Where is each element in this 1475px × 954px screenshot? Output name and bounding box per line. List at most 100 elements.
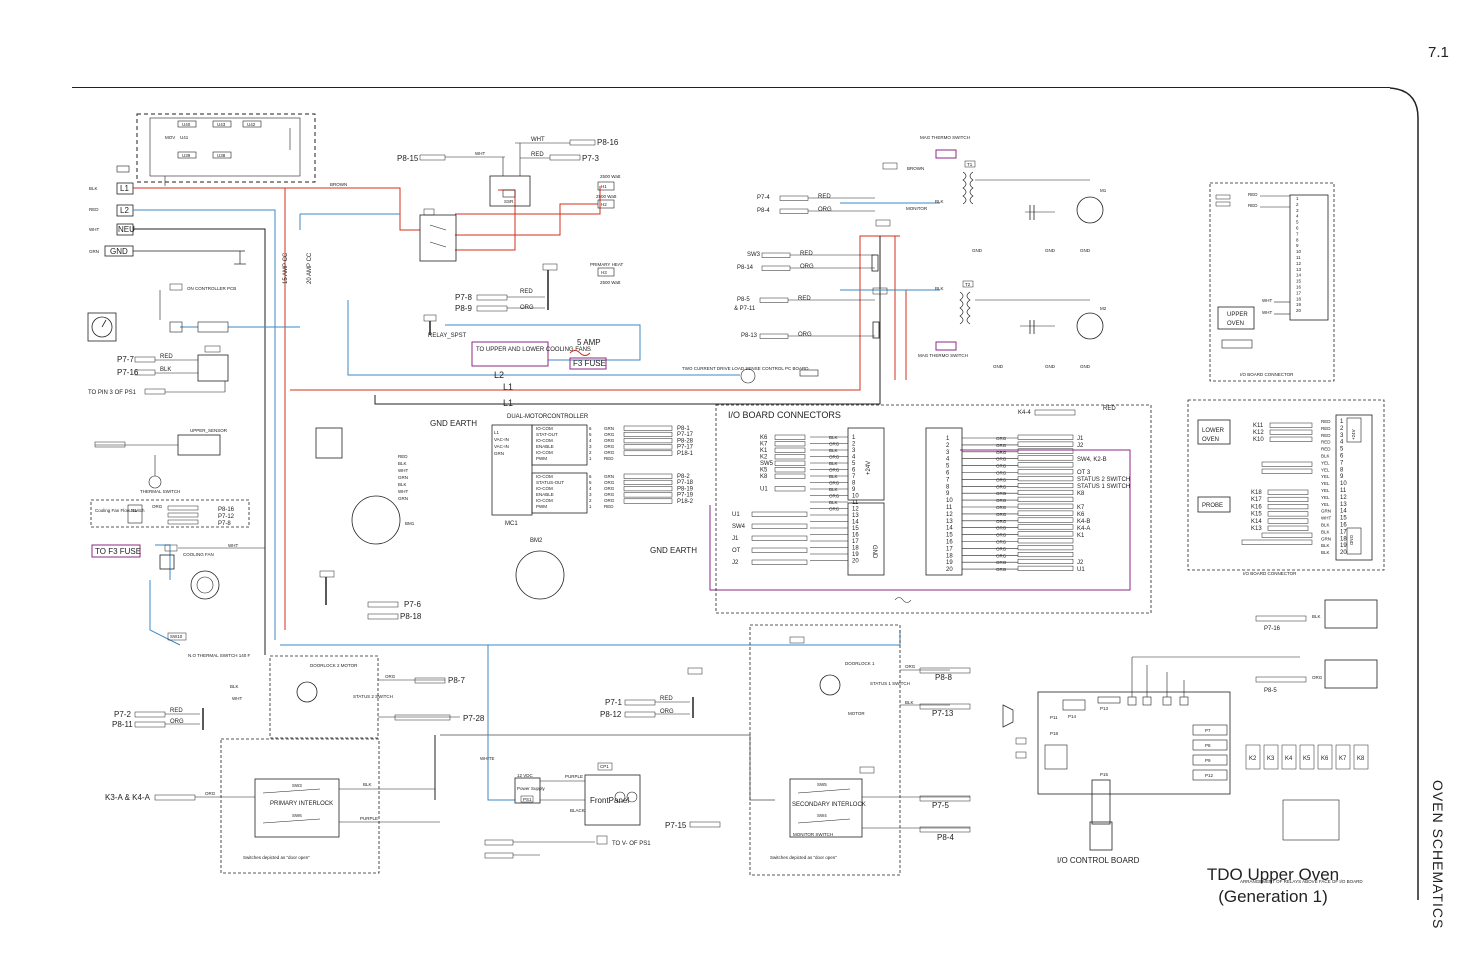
heater-w3: 2500 Watt (600, 280, 621, 285)
io-control-board: P7 P8 P9 P12 P13 P14 P11 P15 P18 I/O CON… (1002, 599, 1378, 884)
cc-20: 20 AMP CC (307, 252, 313, 284)
io-left-pin: 10 (852, 494, 859, 500)
mc-pin: 4 (589, 486, 592, 491)
io-right-conn-wire: BLK (1321, 454, 1330, 459)
io-right-wire: ORG (996, 526, 1007, 531)
io-left-pin: 4 (852, 455, 856, 461)
relay-label: K6 (1321, 756, 1329, 762)
relay-label: K4 (1285, 756, 1293, 762)
ssr-p8-16: P8-16 (597, 138, 619, 147)
io-left-tag (774, 441, 806, 447)
mc-pin: 1 (589, 456, 592, 461)
io-right-tag (1017, 545, 1074, 551)
mc-signal: IO-COM (536, 426, 553, 431)
relay-note-1: TWO CURRENT DRIVE LOAD SENSE CONTROL PC … (682, 366, 809, 371)
cooling-fans-note: TO UPPER AND LOWER COOLING FANS (476, 347, 591, 353)
io-right-k-tag (1267, 489, 1309, 495)
mc-connector-tag (623, 425, 673, 431)
io-right-pin: 2 (946, 443, 950, 449)
io-right-conn-wire: RED (1321, 440, 1331, 445)
io-left-label: K5 (760, 468, 768, 474)
io-right-ref: STATUS 2 SWITCH (1077, 477, 1130, 483)
io-left-lower: J2 (732, 560, 739, 566)
io-gnd: GND (871, 545, 877, 559)
mc-left-pin: VAC-IN (494, 437, 509, 442)
mag-gnd-6: GND (1080, 364, 1091, 369)
heater-block: H1 H2 H3 2500 Watt 2500 Watt 2500 Watt P… (590, 174, 624, 285)
mc-ref: P7-17 (677, 432, 694, 438)
io-right-ref: J1 (1077, 436, 1084, 442)
io-right-tag (1017, 524, 1074, 530)
io-right-wire: ORG (996, 567, 1007, 572)
io-left-label: K7 (760, 442, 768, 448)
fuse-notes: TO UPPER AND LOWER COOLING FANS 5 AMP F3… (471, 338, 607, 408)
mc-wire: ORG (604, 432, 615, 437)
io-right-tag (1017, 552, 1074, 558)
line-l1: L1 (503, 382, 513, 392)
title-line-1: TDO Upper Oven (1206, 865, 1340, 884)
bm1-label: BM1 (405, 521, 415, 526)
mc-left-wire: BLK (398, 482, 407, 487)
io-right-pin: 12 (946, 512, 953, 518)
io-right-ref: K1 (1077, 533, 1085, 539)
io-left-pin: 9 (852, 487, 856, 493)
io-right-tag (1017, 455, 1074, 461)
io-left-lower-tag (751, 523, 808, 529)
io-right-k-lower: K18 (1251, 490, 1262, 496)
cb-p9: P9 (1205, 758, 1211, 763)
io-right-k-tag (1267, 511, 1309, 517)
io-right-pin: 9 (946, 491, 950, 497)
io-top-pin: 1 (1296, 196, 1299, 201)
mc-ref: P8-1 (677, 426, 690, 432)
upper-oven-2: OVEN (1227, 321, 1244, 327)
mc-connector-tag (623, 450, 673, 456)
io-right-conn-pin: 20 (1340, 550, 1347, 556)
right-p7-13: P7-13 (932, 709, 954, 718)
sw10-label: SW10 (170, 634, 183, 639)
power-input-block: L1 L2 NEU GND BLK RED WHT GRN (89, 165, 246, 265)
io-top-pin: 18 (1296, 296, 1302, 301)
io-right-k-upper: K12 (1253, 430, 1264, 436)
fan-wht: WHT (228, 543, 238, 548)
k3-k4-label: K3-A & K4-A (105, 793, 151, 802)
io-right-conn-pin: 17 (1340, 529, 1347, 535)
left-p8-11: P8-11 (112, 720, 133, 729)
left-blk: BLK (160, 367, 171, 373)
ssr-block: SSR P8-15 WHT WHT P8-16 RED P7-3 BROWN (330, 137, 619, 207)
mc-signal: IO-COM (536, 474, 553, 479)
io-left-pin: 19 (852, 552, 859, 558)
heater-w2: 2500 Watt (596, 194, 617, 199)
io-right-wire: ORG (996, 450, 1007, 455)
doorlock-2: DOORLOCK 2 MOTOR (310, 663, 358, 668)
ssr-p7-3: P7-3 (582, 154, 599, 163)
io-right-wire: ORG (996, 484, 1007, 489)
relay-spst-block: P7-8 P8-9 RED ORG RELAY_SPST (423, 289, 545, 339)
io-right-pin: 18 (946, 553, 953, 559)
sw5-label: SW5 (817, 782, 827, 787)
cb-org: ORG (1312, 675, 1323, 680)
mc-pin: 4 (589, 438, 592, 443)
fan-p8-18: P8-18 (400, 612, 422, 621)
io-right-k-lower: K14 (1251, 519, 1262, 525)
io-connectors-center: I/O BOARD CONNECTORS K4-4 RED +24V GND 1… (715, 404, 1152, 614)
relay-arrangement: ARRANGEMENT OF RELAYS ABOVE FACE OF I/O … (1240, 879, 1363, 884)
ps-red: RED (660, 696, 673, 702)
control-board-title: I/O CONTROL BOARD (1057, 856, 1140, 865)
right-p8-8: P8-8 (935, 673, 952, 682)
emi-u39: U39 (182, 153, 191, 158)
mc-signal: STAT-OUT (536, 432, 558, 437)
title-line-2: (Generation 1) (1218, 887, 1328, 906)
mc-wire: ORG (604, 498, 615, 503)
io-left-label: K2 (760, 455, 768, 461)
io-right-conn-pin: 15 (1340, 516, 1347, 522)
io-right-wire: ORG (996, 498, 1007, 503)
io-top-pin: 15 (1296, 279, 1302, 284)
mc-ref: P18-1 (677, 451, 694, 457)
io-right-conn-wire: YEL (1321, 467, 1330, 472)
io-right-ref: OT 3 (1077, 470, 1091, 476)
io-right-pin: 11 (946, 505, 953, 511)
left-red: RED (160, 354, 173, 360)
io-right-conn-wire: GRN (1321, 536, 1331, 541)
wire-red: RED (89, 207, 99, 212)
